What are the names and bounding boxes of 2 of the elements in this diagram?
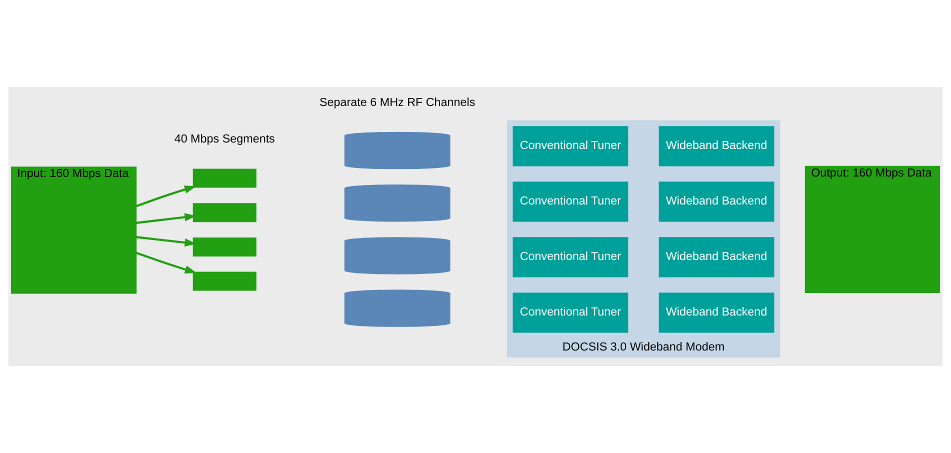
label: Separate 6 MHz RF Channels bbox=[320, 96, 476, 109]
label: 40 Mbps Segments bbox=[174, 132, 275, 146]
